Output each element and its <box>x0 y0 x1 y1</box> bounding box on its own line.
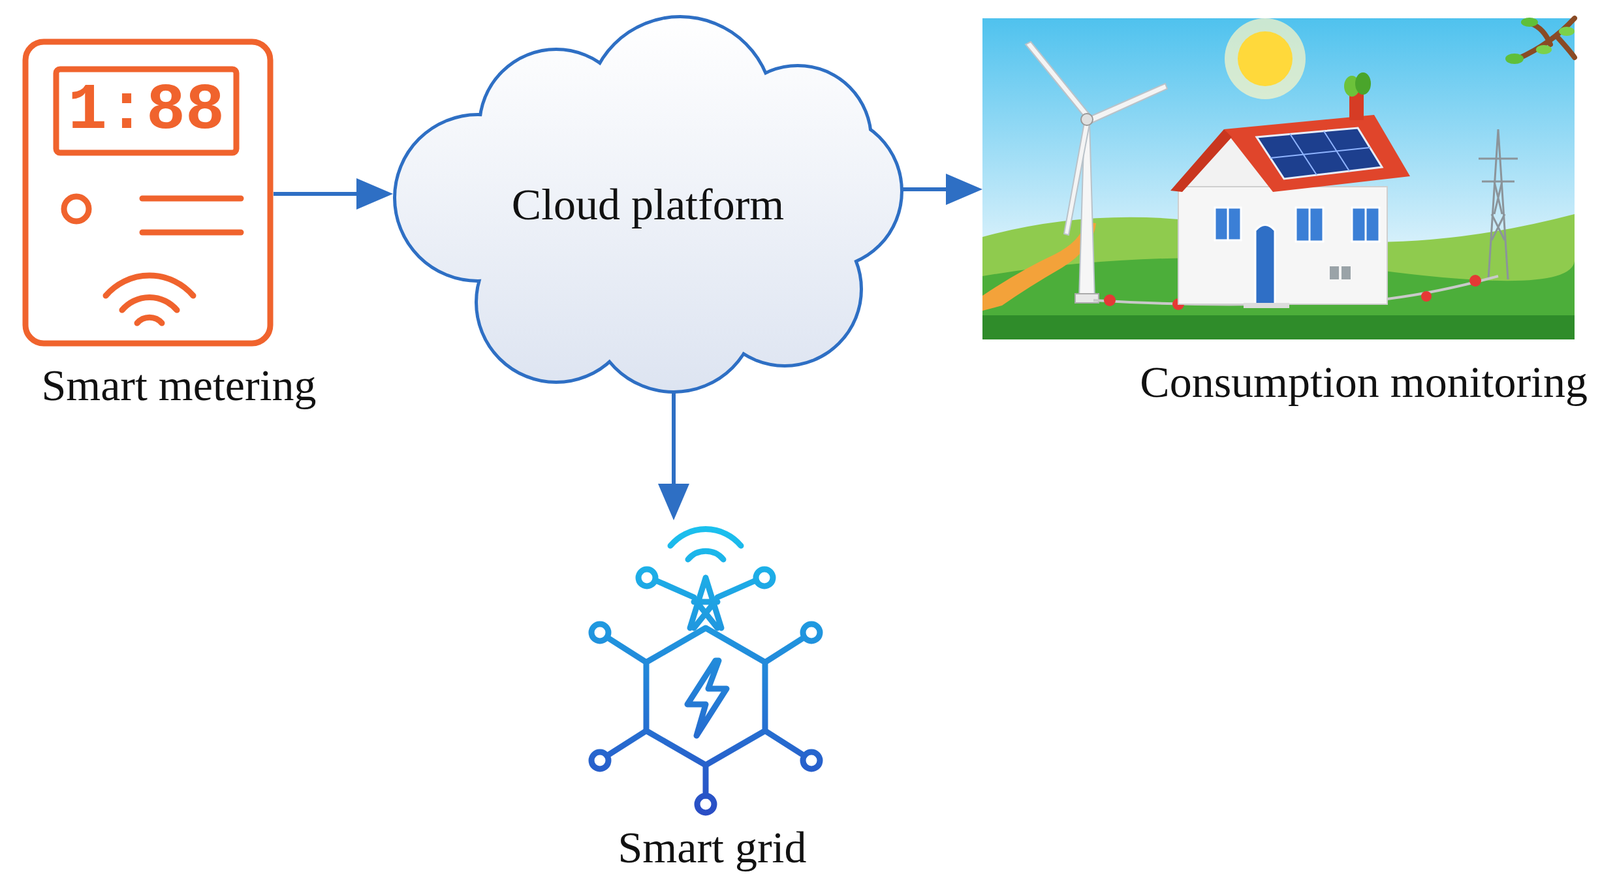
node-label: Consumption monitoring <box>1139 356 1588 408</box>
smart-grid-icon <box>581 520 827 816</box>
house-illustration <box>982 18 1575 340</box>
grid-node: Smart grid <box>581 520 827 816</box>
flow-arrow <box>671 392 676 501</box>
cloud-node: Cloud platform <box>392 15 903 393</box>
flow-arrow <box>902 187 963 192</box>
flow-arrow <box>273 191 374 196</box>
meter-display-readout: 1:88 <box>56 69 237 153</box>
node-label: Smart metering <box>41 359 316 411</box>
node-label: Smart grid <box>618 821 807 873</box>
node-label: Cloud platform <box>511 178 785 230</box>
monitoring-node: Consumption monitoring <box>982 18 1575 340</box>
